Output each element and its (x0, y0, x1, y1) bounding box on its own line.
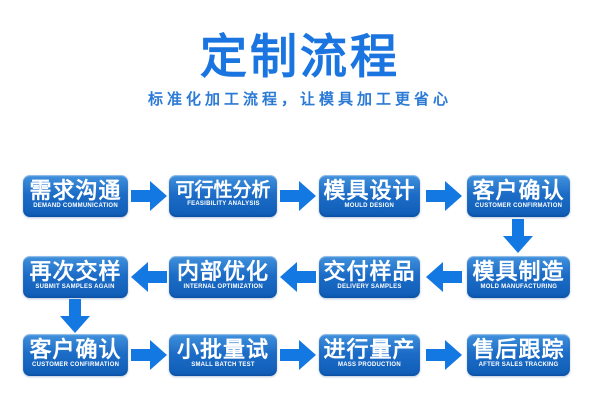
flow-step-demand-communication: 需求沟通 DEMAND COMMUNICATION (23, 175, 128, 217)
flow-step-delivery-samples: 交付样品 DELIVERY SAMPLES (319, 256, 420, 298)
arrow-right-icon (426, 340, 462, 370)
step-subtitle-en: SUBMIT SAMPLES AGAIN (35, 282, 116, 290)
flow-step-customer-confirmation: 客户确认 CUSTOMER CONFIRMATION (467, 175, 570, 217)
step-subtitle-en: FEASIBILITY ANALYSIS (186, 200, 260, 207)
step-subtitle-en: MASS PRODUCTION (338, 360, 401, 368)
flow-step-after-sales-tracking: 售后跟踪 AFTER SALES TRACKING (467, 334, 570, 376)
flow-step-small-batch-test: 小批量试 SMALL BATCH TEST (169, 334, 277, 376)
arrow-right-icon (280, 340, 316, 370)
step-title-zh: 再次交样 (29, 259, 122, 285)
step-title-zh: 模具设计 (323, 178, 416, 204)
arrow-right-icon (280, 181, 316, 211)
step-subtitle-en: DEMAND COMMUNICATION (33, 201, 118, 209)
step-subtitle-en: DELIVERY SAMPLES (337, 282, 402, 290)
step-title-zh: 客户确认 (29, 337, 122, 363)
step-subtitle-en: MOULD DESIGN (344, 201, 395, 209)
step-title-zh: 客户确认 (472, 178, 565, 204)
flow-step-customer-confirmation-2: 客户确认 CUSTOMER CONFIRMATION (23, 334, 128, 376)
step-title-zh: 售后跟踪 (472, 337, 565, 363)
arrow-right-icon (131, 340, 167, 370)
step-subtitle-en: SMALL BATCH TEST (191, 360, 255, 368)
step-subtitle-en: MOLD MANUFACTURING (480, 282, 557, 290)
step-title-zh: 进行量产 (323, 337, 416, 363)
step-subtitle-en: INTERNAL OPTIMIZATION (183, 282, 263, 290)
flow-step-mold-manufacturing: 模具制造 MOLD MANUFACTURING (467, 256, 570, 298)
arrow-down-icon (60, 299, 90, 333)
flow-step-feasibility-analysis: 可行性分析 FEASIBILITY ANALYSIS (169, 175, 277, 217)
arrow-right-icon (131, 181, 167, 211)
arrow-left-icon (426, 262, 462, 292)
step-title-zh: 内部优化 (176, 259, 269, 285)
step-title-zh: 交付样品 (323, 259, 416, 285)
step-title-zh: 需求沟通 (29, 178, 122, 204)
flow-step-mass-production: 进行量产 MASS PRODUCTION (319, 334, 420, 376)
arrow-left-icon (280, 262, 316, 292)
step-title-zh: 小批量试 (176, 337, 269, 363)
step-subtitle-en: AFTER SALES TRACKING (478, 360, 559, 368)
step-title-zh: 模具制造 (472, 259, 565, 285)
arrow-down-icon (503, 219, 533, 253)
step-subtitle-en: CUSTOMER CONFIRMATION (474, 201, 563, 209)
page-subtitle: 标准化加工流程，让模具加工更省心 (147, 91, 452, 108)
flow-step-internal-optimization: 内部优化 INTERNAL OPTIMIZATION (169, 256, 277, 298)
arrow-right-icon (426, 181, 462, 211)
step-subtitle-en: CUSTOMER CONFIRMATION (31, 360, 120, 368)
flow-step-submit-samples-again: 再次交样 SUBMIT SAMPLES AGAIN (23, 256, 128, 298)
page-title: 定制流程 (200, 30, 400, 83)
arrow-left-icon (131, 262, 167, 292)
flow-step-mould-design: 模具设计 MOULD DESIGN (319, 175, 420, 217)
step-title-zh: 可行性分析 (175, 180, 271, 202)
